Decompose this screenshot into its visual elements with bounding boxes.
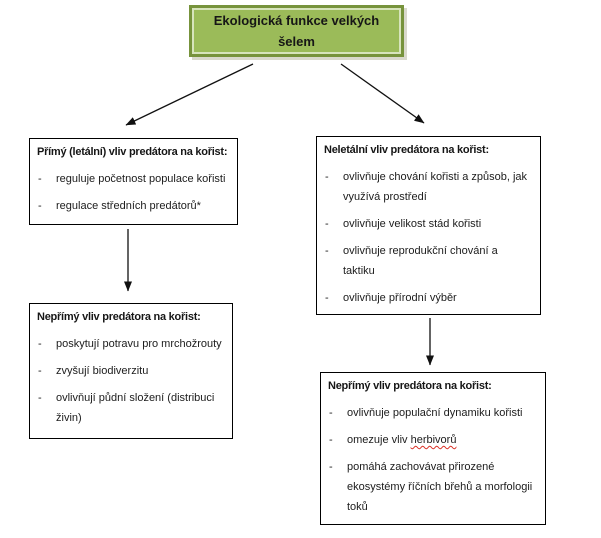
bullet-dash: - (325, 292, 329, 304)
bullet-list: - reguluje početnost populace kořisti - … (37, 169, 231, 216)
bullet-dash: - (38, 200, 42, 212)
bullet-list: - ovlivňuje populační dynamiku kořisti -… (328, 403, 539, 517)
box-indirect-left: Nepřímý vliv predátora na kořist: - posk… (29, 303, 233, 439)
bullet-item: - ovlivňuje přírodní výběr (324, 288, 534, 308)
bullet-text: poskytují potravu pro mrchožrouty (56, 338, 222, 350)
box-nonlethal: Neletální vliv predátora na kořist: - ov… (316, 136, 541, 315)
bullet-text: pomáhá zachovávat přirozené ekosystémy ř… (347, 461, 533, 513)
bullet-text: ovlivňuje chování kořisti a způsob, jak … (343, 171, 528, 203)
bullet-item: - zvyšují biodiverzitu (37, 361, 226, 381)
arrow-title-to-lethal (125, 63, 254, 126)
bullet-text: ovlivňují půdní složení (distribuci živi… (56, 392, 215, 424)
box-title: Nepřímý vliv predátora na kořist: (37, 311, 201, 323)
bullet-dash: - (329, 407, 333, 419)
diagram-title: Ekologická funkce velkých šelem (213, 13, 380, 49)
bullet-dash: - (38, 365, 42, 377)
bullet-item: - ovlivňuje populační dynamiku kořisti (328, 403, 539, 423)
bullet-dash: - (38, 173, 42, 185)
bullet-item: - pomáhá zachovávat přirozené ekosystémy… (328, 457, 539, 517)
bullet-dash: - (329, 434, 333, 446)
bullet-text-prefix: omezuje vliv (347, 434, 411, 446)
bullet-text: omezuje vliv herbivorů (347, 434, 456, 446)
bullet-dash: - (325, 245, 329, 257)
bullet-item: - ovlivňuje reprodukční chování a taktik… (324, 241, 534, 281)
bullet-text: zvyšují biodiverzitu (56, 365, 149, 377)
box-title: Přímý (letální) vliv predátora na kořist… (37, 146, 228, 158)
arrow-title-to-nonlethal (340, 63, 425, 124)
box-direct-lethal: Přímý (letální) vliv predátora na kořist… (29, 138, 238, 225)
box-title: Nepřímý vliv predátora na kořist: (328, 380, 492, 392)
bullet-text: reguluje početnost populace kořisti (56, 173, 226, 185)
bullet-text: ovlivňuje velikost stád kořisti (343, 218, 482, 230)
bullet-item: - ovlivňují půdní složení (distribuci ži… (37, 388, 226, 428)
bullet-dash: - (38, 392, 42, 404)
title-box: Ekologická funkce velkých šelem (189, 5, 404, 57)
bullet-item: - omezuje vliv herbivorů (328, 430, 539, 450)
bullet-text: ovlivňuje přírodní výběr (343, 292, 457, 304)
bullet-text: ovlivňuje reprodukční chování a taktiku (343, 245, 498, 277)
bullet-text: regulace středních predátorů* (56, 200, 201, 212)
bullet-list: - ovlivňuje chování kořisti a způsob, ja… (324, 167, 534, 308)
bullet-dash: - (325, 218, 329, 230)
bullet-item: - regulace středních predátorů* (37, 196, 231, 216)
bullet-dash: - (325, 171, 329, 183)
bullet-item: - ovlivňuje chování kořisti a způsob, ja… (324, 167, 534, 207)
bullet-item: - ovlivňuje velikost stád kořisti (324, 214, 534, 234)
bullet-item: - poskytují potravu pro mrchožrouty (37, 334, 226, 354)
bullet-list: - poskytují potravu pro mrchožrouty - zv… (37, 334, 226, 428)
misspelled-word: herbivorů (410, 434, 457, 446)
bullet-dash: - (38, 338, 42, 350)
box-indirect-right: Nepřímý vliv predátora na kořist: - ovli… (320, 372, 546, 525)
bullet-dash: - (329, 461, 333, 473)
box-title: Neletální vliv predátora na kořist: (324, 144, 489, 156)
bullet-text: ovlivňuje populační dynamiku kořisti (347, 407, 523, 419)
bullet-item: - reguluje početnost populace kořisti (37, 169, 231, 189)
